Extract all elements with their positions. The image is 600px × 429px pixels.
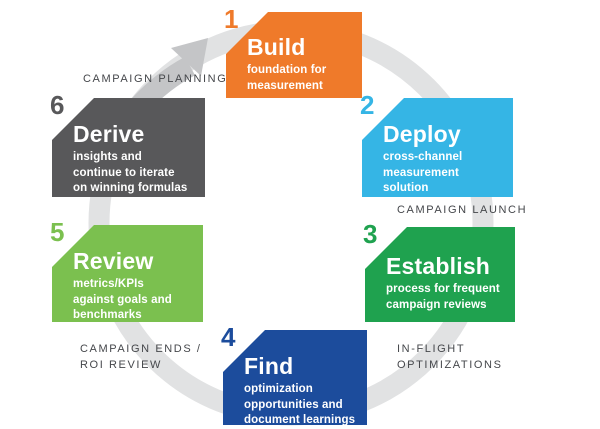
- step-title: Review: [73, 248, 154, 274]
- step-2-deploy: Deploy cross-channel measurement solutio…: [360, 91, 513, 197]
- step-box: Deploy cross-channel measurement solutio…: [362, 98, 513, 197]
- step-subtitle: metrics/KPIs against goals and benchmark…: [73, 278, 172, 321]
- label-in-flight-optimizations: IN-FLIGHT OPTIMIZATIONS: [397, 343, 503, 371]
- step-4-find: Find optimization opportunities and docu…: [221, 323, 367, 425]
- step-box: Review metrics/KPIs against goals and be…: [52, 225, 203, 322]
- cycle-arrowhead-icon: [171, 38, 208, 76]
- step-subtitle: insights and continue to iterate on winn…: [73, 151, 188, 194]
- step-subtitle: cross-channel measurement solution: [383, 151, 463, 194]
- step-subtitle: process for frequent campaign reviews: [386, 283, 500, 311]
- step-title: Deploy: [383, 121, 461, 147]
- step-box: Build foundation for measurement: [226, 12, 362, 98]
- step-number: 6: [50, 90, 65, 120]
- step-3-establish: Establish process for frequent campaign …: [363, 220, 515, 322]
- label-campaign-ends-roi-review: CAMPAIGN ENDS / ROI REVIEW: [80, 343, 202, 371]
- step-box: Derive insights and continue to iterate …: [52, 98, 205, 197]
- step-number: 4: [221, 322, 236, 352]
- step-number: 1: [224, 4, 239, 34]
- label-campaign-planning: CAMPAIGN PLANNING: [83, 73, 228, 85]
- step-6-derive: Derive insights and continue to iterate …: [50, 91, 205, 197]
- step-title: Find: [244, 353, 294, 379]
- step-title: Build: [247, 34, 306, 60]
- step-box: Establish process for frequent campaign …: [365, 227, 515, 322]
- step-1-build: Build foundation for measurement 1: [224, 5, 362, 98]
- step-title: Derive: [73, 121, 145, 147]
- step-number: 5: [50, 217, 65, 247]
- label-campaign-launch: CAMPAIGN LAUNCH: [397, 204, 528, 216]
- step-number: 3: [363, 219, 378, 249]
- step-5-review: Review metrics/KPIs against goals and be…: [50, 218, 203, 322]
- step-number: 2: [360, 90, 375, 120]
- step-subtitle: optimization opportunities and document …: [244, 383, 356, 426]
- step-box: Find optimization opportunities and docu…: [223, 330, 367, 425]
- step-subtitle: foundation for measurement: [247, 64, 327, 92]
- step-title: Establish: [386, 253, 491, 279]
